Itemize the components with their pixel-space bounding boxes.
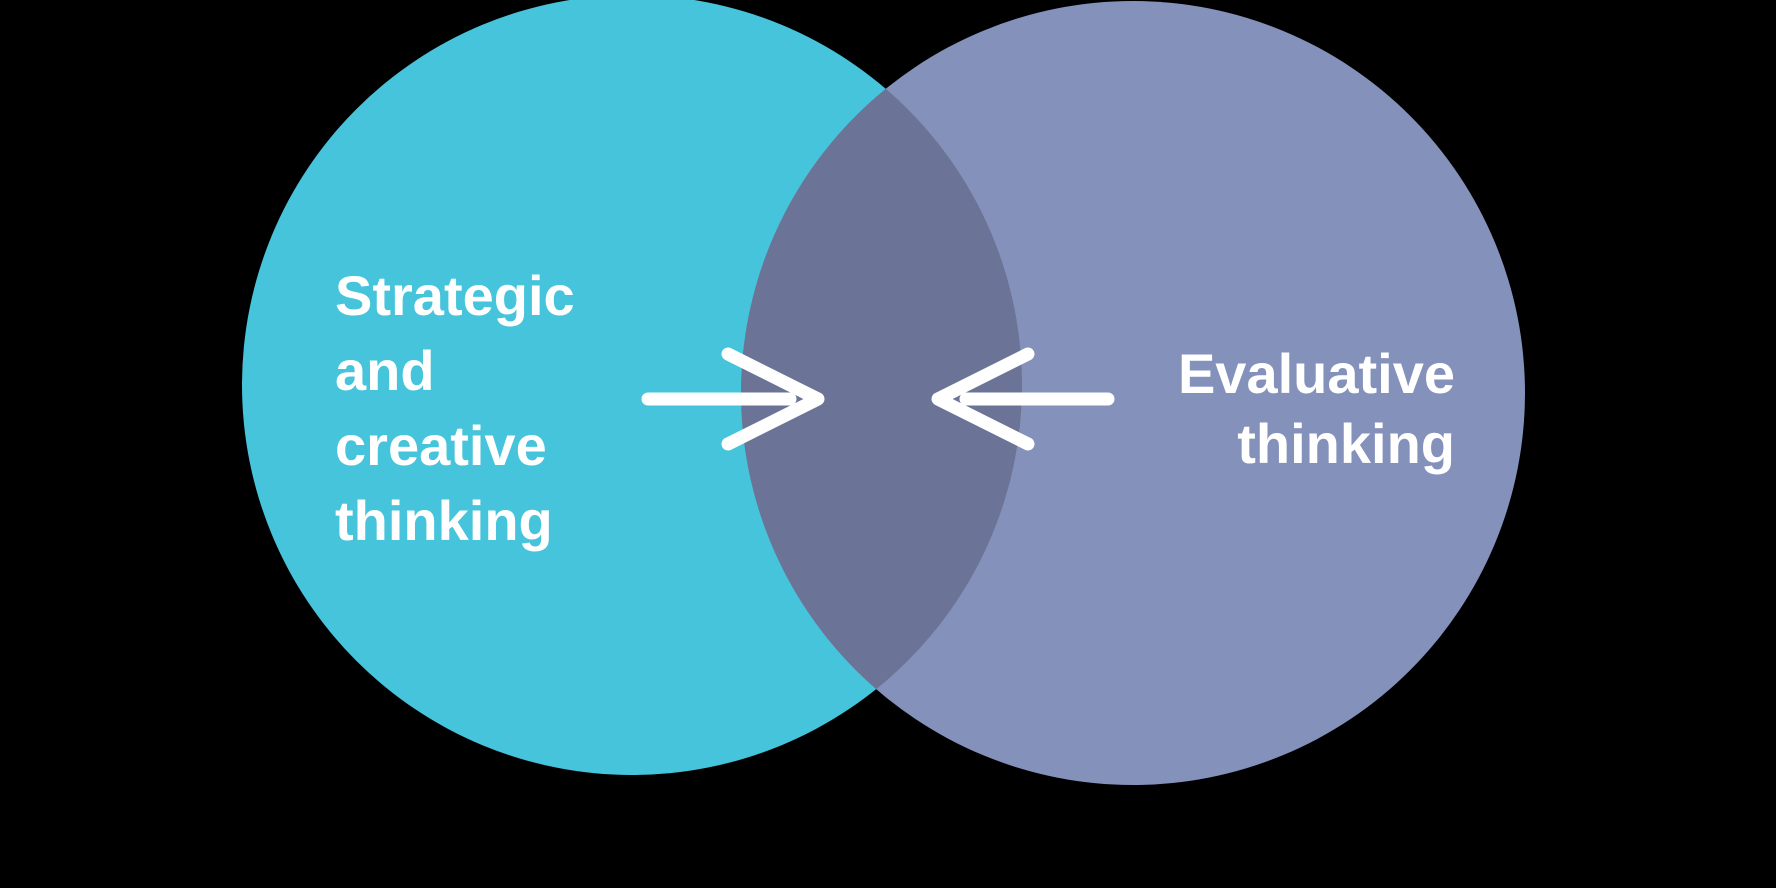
left-circle-label-line-2: and [335,339,435,402]
arrow-left-icon [931,347,1115,451]
left-circle-label-line-4: thinking [335,489,553,552]
right-circle-label: Evaluative thinking [1178,342,1455,475]
left-circle-label-line-1: Strategic [335,264,575,327]
left-circle-label: Strategic and creative thinking [335,264,575,552]
overlap-region [741,1,1022,775]
right-circle-label-line-2: thinking [1237,412,1455,475]
left-circle-label-line-3: creative [335,414,547,477]
right-circle-label-line-1: Evaluative [1178,342,1455,405]
arrow-right-icon [641,347,825,451]
